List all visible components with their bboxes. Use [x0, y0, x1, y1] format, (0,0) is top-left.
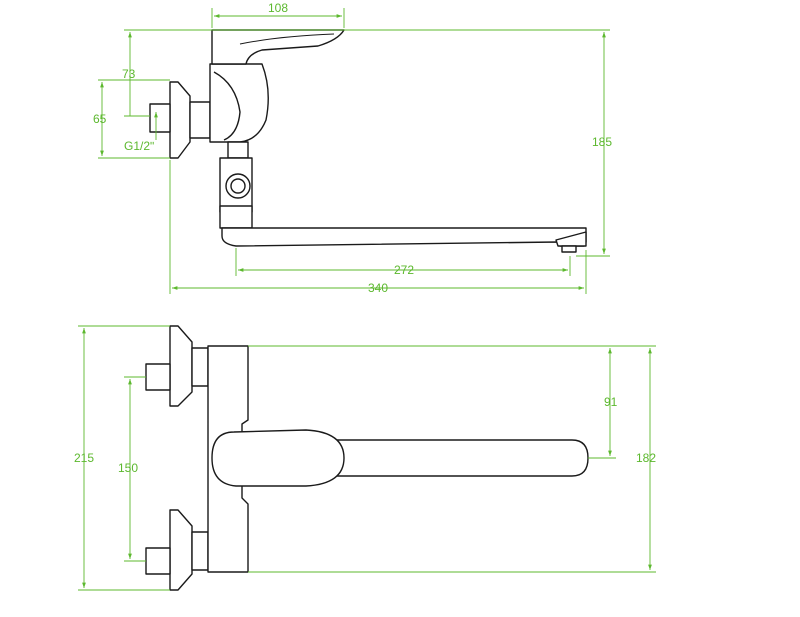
spout [221, 227, 587, 247]
dim-182 [248, 348, 656, 573]
dim-label-215: 215 [74, 451, 94, 465]
dim-65 [98, 79, 170, 159]
dim-label-73: 73 [122, 67, 136, 81]
dim-label-91: 91 [604, 395, 618, 409]
dim-150 [124, 376, 146, 562]
aerator [561, 245, 577, 253]
dim-91 [248, 345, 656, 459]
dim-label-thread: G1/2ʺ [124, 139, 154, 153]
upper-flange [169, 325, 193, 407]
dim-185 [124, 29, 610, 257]
dim-label-150: 150 [118, 461, 138, 475]
lower-nut [191, 531, 209, 571]
dim-label-272: 272 [394, 263, 414, 277]
dim-215 [78, 325, 170, 591]
inlet-pipe [149, 103, 171, 133]
dim-label-65: 65 [93, 112, 107, 126]
upper-nut [191, 347, 209, 387]
dim-label-182: 182 [636, 451, 656, 465]
top-view: 215 150 91 182 [74, 325, 656, 591]
handle-lever [211, 29, 345, 65]
column-collar [219, 205, 253, 229]
lower-nut [227, 141, 249, 159]
dim-label-185: 185 [592, 135, 612, 149]
side-view: 108 185 73 65 G1/2ʺ 272 [93, 1, 612, 295]
top-handle [211, 429, 345, 487]
body-curve [213, 71, 241, 141]
dim-340 [169, 160, 587, 294]
top-spout [319, 439, 589, 477]
lower-flange [169, 509, 193, 591]
lower-inlet [145, 547, 171, 575]
dim-108 [211, 8, 345, 28]
dim-label-340: 340 [368, 281, 388, 295]
handle-highlight [239, 33, 335, 45]
upper-inlet [145, 363, 171, 391]
spout-tip [555, 231, 587, 247]
swivel-ring-inner [230, 178, 246, 194]
connection-nut [189, 101, 211, 139]
dim-label-108: 108 [268, 1, 288, 15]
dim-272 [235, 248, 571, 276]
wall-flange [169, 81, 191, 159]
